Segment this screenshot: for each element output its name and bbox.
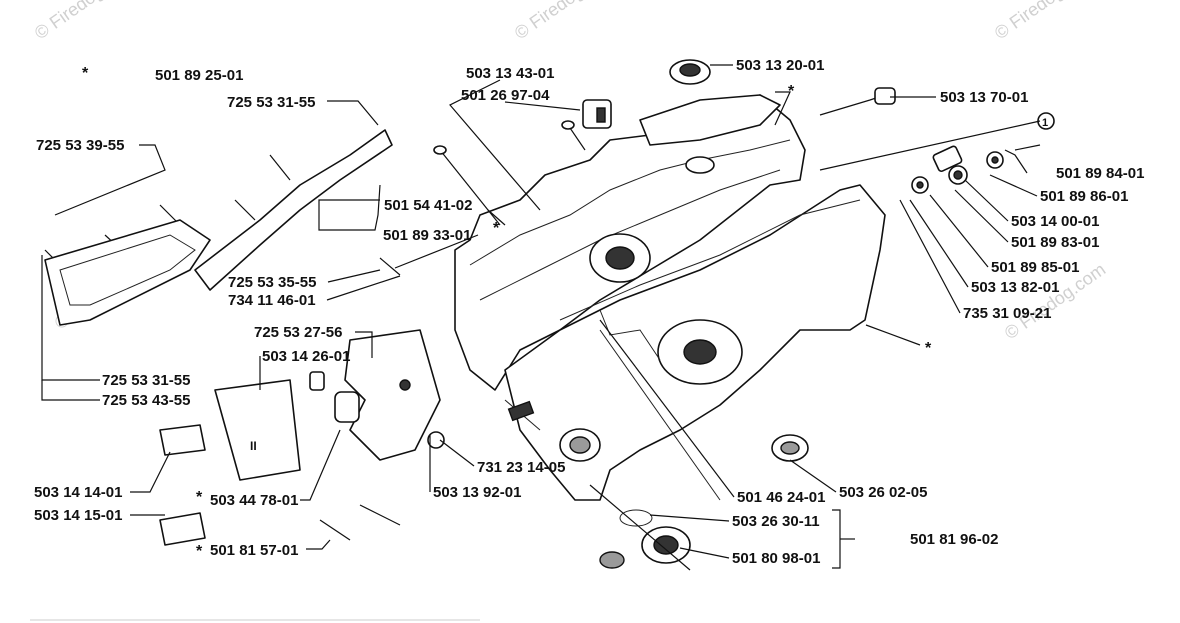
part-label-501815701: 501 81 57-01 <box>210 542 298 559</box>
watermark-top-center: © Firedog.com <box>511 0 619 43</box>
part-label-501898401: 501 89 84-01 <box>1056 165 1144 182</box>
part-number-labels: 501 89 25-01 725 53 31-55 725 53 39-55 5… <box>34 57 1144 567</box>
asterisk-2: * <box>788 83 795 100</box>
watermark-top-right: © Firedog.com <box>991 0 1099 43</box>
part-label-725533155-bottom: 725 53 31-55 <box>102 372 190 389</box>
assembly-number-label: 501 81 96-02 <box>910 531 998 548</box>
part-label-503142601: 503 14 26-01 <box>262 348 350 365</box>
part-label-735310921: 735 31 09-21 <box>963 305 1051 322</box>
part-label-503260205: 503 26 02-05 <box>839 484 927 501</box>
part-label-501898601: 501 89 86-01 <box>1040 188 1128 205</box>
svg-text:II: II <box>250 439 257 453</box>
part-label-501269704: 501 26 97-04 <box>461 87 550 104</box>
part-label-501893301: 501 89 33-01 <box>383 227 471 244</box>
asterisk-markers: * * * * * * <box>82 65 932 560</box>
part-label-503139201: 503 13 92-01 <box>433 484 521 501</box>
small-parts-drawing: 1 <box>44 59 1055 569</box>
part-label-734114601: 734 11 46-01 <box>228 292 316 309</box>
part-label-725532756: 725 53 27-56 <box>254 324 342 341</box>
part-label-501892501: 501 89 25-01 <box>155 67 243 84</box>
asterisk-3: * <box>493 220 500 237</box>
asterisk-4: * <box>925 340 932 357</box>
crankcase-drawing <box>454 94 886 501</box>
cover-gasket-drawing: II <box>44 129 441 546</box>
part-label-725533955: 725 53 39-55 <box>36 137 124 154</box>
part-label-501809801: 501 80 98-01 <box>732 550 820 567</box>
part-label-503137001: 503 13 70-01 <box>940 89 1028 106</box>
part-label-503140001: 503 14 00-01 <box>1011 213 1099 230</box>
part-label-503263011: 503 26 30-11 <box>732 513 820 530</box>
asterisk-6: * <box>196 543 203 560</box>
part-label-501544102: 501 54 41-02 <box>384 197 472 214</box>
part-label-503447801: 503 44 78-01 <box>210 492 298 509</box>
watermark-top-left: © Firedog.com <box>31 0 139 43</box>
asterisk-5: * <box>196 489 203 506</box>
part-label-501898501: 501 89 85-01 <box>991 259 1079 276</box>
part-label-725533155-top: 725 53 31-55 <box>227 94 315 111</box>
part-label-503134301: 503 13 43-01 <box>466 65 554 82</box>
asterisk-1: * <box>82 65 89 82</box>
part-label-725533555: 725 53 35-55 <box>228 274 316 291</box>
part-label-503141501: 503 14 15-01 <box>34 507 122 524</box>
circled-reference-1: 1 <box>1042 117 1048 129</box>
part-label-731231405: 731 23 14-05 <box>477 459 565 476</box>
part-label-501462401: 501 46 24-01 <box>737 489 825 506</box>
part-label-503132001: 503 13 20-01 <box>736 57 824 74</box>
part-label-501898301: 501 89 83-01 <box>1011 234 1099 251</box>
part-label-503138201: 503 13 82-01 <box>971 279 1059 296</box>
part-label-503141401: 503 14 14-01 <box>34 484 122 501</box>
leader-lines <box>41 64 1041 571</box>
part-label-725534355: 725 53 43-55 <box>102 392 190 409</box>
